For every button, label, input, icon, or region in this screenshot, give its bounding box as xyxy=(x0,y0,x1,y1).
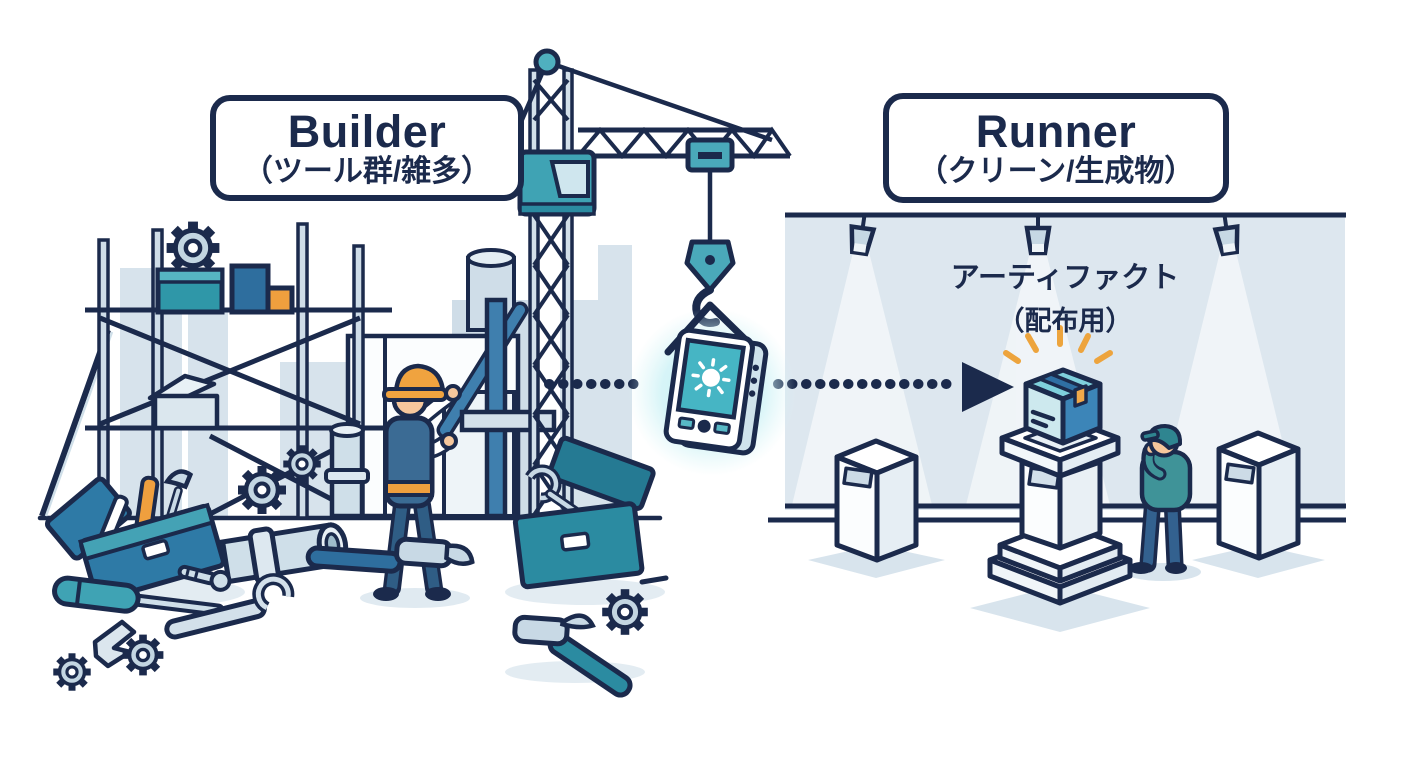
crane-cab xyxy=(517,149,597,217)
crane-jib xyxy=(568,126,792,160)
artifact-label-line1: アーティファクト xyxy=(950,262,1180,294)
screw-icon xyxy=(177,564,232,592)
hardhat-icon xyxy=(393,363,446,395)
crane-top-ball xyxy=(533,48,561,76)
screwdriver-icon xyxy=(52,575,225,617)
artifact-label: アーティファクト （配布用） xyxy=(928,254,1202,338)
sparkle-rays xyxy=(1003,325,1113,364)
gear-icon xyxy=(167,222,220,275)
sun-icon xyxy=(691,358,731,398)
hammer-icon xyxy=(305,536,475,574)
toolbox-icon xyxy=(44,469,226,603)
viewer-figure xyxy=(1129,424,1193,574)
gear-icon xyxy=(602,589,648,635)
scattered-tools xyxy=(44,435,669,698)
crate-blue xyxy=(229,263,271,315)
transfer-arrow xyxy=(544,362,1014,412)
builder-site xyxy=(37,48,792,698)
runner-room xyxy=(768,212,1346,632)
gear-icon xyxy=(238,466,286,514)
display-box-right xyxy=(1216,430,1301,561)
gear-icon xyxy=(283,445,320,482)
spotlight-icon xyxy=(849,214,1240,257)
crane-cable xyxy=(546,59,773,143)
arrowhead-icon xyxy=(962,362,1014,412)
builder-label: Builder （ツール群/雑多） xyxy=(210,95,524,201)
toolbox-icon xyxy=(512,435,656,590)
standing-pipe-icon xyxy=(324,422,370,519)
runner-title: Runner xyxy=(975,105,1137,157)
wrench-icon xyxy=(164,573,295,640)
builder-subtitle: （ツール群/雑多） xyxy=(242,155,492,189)
display-box-left xyxy=(834,438,919,563)
crate-orange xyxy=(265,285,295,315)
package-icon xyxy=(1023,367,1103,446)
phone-artifact-icon xyxy=(663,327,769,456)
hanging-artifact xyxy=(628,301,796,476)
open-box-icon xyxy=(147,373,220,431)
gear-icon xyxy=(123,635,164,676)
builder-title: Builder xyxy=(287,105,447,157)
runner-label: Runner （クリーン/生成物） xyxy=(883,93,1229,203)
artifact-label-line2: （配布用） xyxy=(997,306,1133,336)
hammer-icon xyxy=(512,613,633,698)
scaffolding-icon xyxy=(39,222,392,520)
runner-subtitle: （クリーン/生成物） xyxy=(917,155,1195,189)
gear-icon xyxy=(53,653,90,690)
